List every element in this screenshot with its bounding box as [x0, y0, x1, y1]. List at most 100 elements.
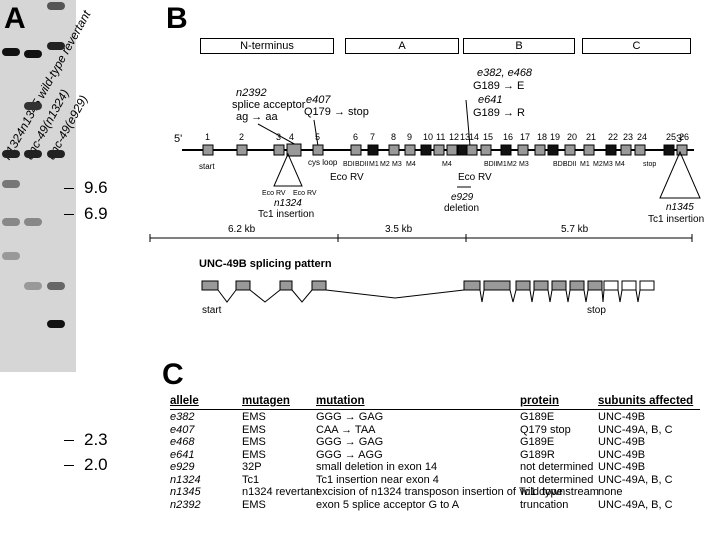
n1324-triangle: [273, 152, 303, 187]
exon-number: 12: [449, 132, 459, 142]
col-header-protein: protein: [520, 395, 559, 407]
table-cell: not determined: [520, 473, 594, 486]
exon-number: 16: [503, 132, 513, 142]
table-cell: EMS: [242, 411, 266, 423]
eco-rv-label-1: Eco RV: [330, 172, 364, 183]
exon-number: 8: [391, 132, 396, 142]
splice-intron: [617, 289, 623, 303]
gel-band: [24, 150, 42, 158]
splice-exon: [533, 280, 549, 291]
mutation-e382-change: G189 → E: [473, 80, 524, 92]
table-cell: small deletion in exon 14: [316, 461, 438, 473]
splice-exon: [569, 280, 585, 291]
panel-b-label: B: [166, 2, 188, 35]
exon-box: [547, 144, 559, 156]
exon-box: [312, 144, 324, 156]
splicing-start-label: start: [202, 305, 222, 316]
exon-number: 4: [289, 132, 294, 142]
exon-number: 26: [679, 132, 689, 142]
e929-label: e929: [451, 192, 474, 203]
exon-number: 6: [353, 132, 358, 142]
table-cell: UNC-49B: [598, 436, 646, 448]
exon-box: [663, 144, 675, 156]
gene-start-label: start: [199, 162, 215, 171]
mutation-e382-e468-label: e382, e468: [477, 67, 533, 79]
scale-label-3: 5.7 kb: [561, 224, 589, 235]
splice-intron: [509, 289, 517, 303]
splice-exon: [639, 280, 655, 291]
exon-number: 7: [370, 132, 375, 142]
table-cell: Tc1 insertion near exon 4: [316, 473, 439, 486]
splice-intron: [565, 289, 571, 303]
mutation-e641-label: e641: [478, 94, 502, 106]
splice-intron: [249, 289, 281, 303]
segment-label: BDI: [343, 161, 355, 168]
exon-box: [605, 144, 617, 156]
n1345-label: n1345: [666, 202, 694, 213]
segment-label: M3: [603, 161, 613, 168]
mutation-e407-change: Q179 → stop: [304, 106, 369, 118]
segment-label: M4: [615, 161, 625, 168]
gene-diagram: n2392 splice acceptor ag → aa e407 Q179 …: [149, 67, 704, 316]
splice-exon: [311, 280, 327, 291]
eco-rv-label-2: Eco RV: [458, 172, 492, 183]
exon-box: [676, 144, 688, 156]
exon-number: 1: [205, 132, 210, 142]
exon-number: 24: [637, 132, 647, 142]
gel-band: [2, 150, 20, 158]
splicing-title: UNC-49B splicing pattern: [199, 258, 332, 270]
mutation-n2392-desc: splice acceptor: [232, 99, 306, 111]
gel-band: [2, 218, 20, 226]
segment-label: M1: [369, 161, 379, 168]
exon-box: [236, 144, 248, 156]
gel-band: [47, 150, 65, 158]
exon-number: 2: [239, 132, 244, 142]
exon-number: 14: [469, 132, 479, 142]
col-header-mutation: mutation: [316, 395, 365, 407]
splice-exon: [463, 280, 481, 291]
table-cell: n1345: [170, 486, 201, 498]
gel-band: [2, 48, 20, 56]
gel-band: [24, 50, 42, 58]
n1324-insertion-label: Tc1 insertion: [258, 209, 314, 220]
mutation-n2392-change: ag → aa: [236, 111, 278, 123]
table-cell: n1324 revertant: [242, 486, 320, 498]
table-cell: exon 5 splice acceptor G to A: [316, 498, 460, 511]
gel-band: [24, 102, 42, 110]
segment-label: BDII: [563, 161, 577, 168]
splice-intron: [635, 289, 641, 303]
exon-box: [433, 144, 445, 156]
exon-box: [517, 144, 529, 156]
table-cell: excision of n1324 transposon insertion o…: [316, 486, 599, 498]
exon-number: 18: [537, 132, 547, 142]
table-cell: G189E: [520, 411, 555, 423]
table-cell: UNC-49B: [598, 448, 646, 461]
table-cell: GGG → GAG: [316, 411, 384, 423]
mutation-e407-label: e407: [306, 94, 331, 106]
splice-exon: [483, 280, 511, 291]
five-prime-label: 5': [174, 133, 182, 145]
exon-number: 20: [567, 132, 577, 142]
size-marker-tick: [64, 465, 74, 466]
exon-number: 25: [666, 132, 676, 142]
cys-loop-label: cys loop: [308, 158, 338, 167]
exon-box: [273, 144, 285, 156]
table-cell: CAA → TAA: [316, 423, 376, 436]
exon-box: [634, 144, 646, 156]
segment-label: M2: [593, 161, 603, 168]
splicing-stop-label: stop: [587, 305, 606, 316]
segment-label: M1: [497, 161, 507, 168]
segment-label: BDI: [553, 161, 565, 168]
table-cell: Tc1: [242, 473, 260, 486]
splice-intron: [479, 289, 485, 303]
table-cell: G189E: [520, 436, 555, 448]
col-header-allele: allele: [170, 395, 199, 407]
table-cell: wild type: [520, 486, 563, 498]
table-cell: truncation: [520, 498, 569, 511]
splice-intron: [217, 289, 237, 303]
